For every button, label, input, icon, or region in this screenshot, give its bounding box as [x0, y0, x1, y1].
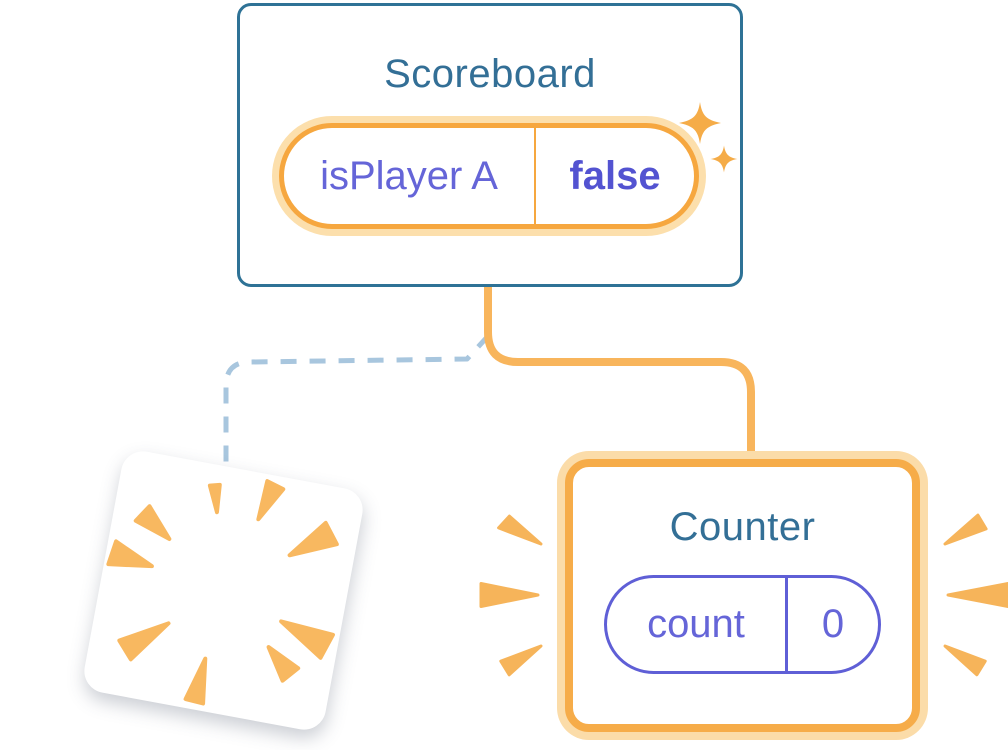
counter-card: Counter count 0 — [565, 459, 920, 732]
counter-state-pill: count 0 — [604, 575, 881, 674]
state-value: false — [534, 128, 694, 224]
state-name: isPlayer A — [320, 153, 498, 198]
removed-connector-dashed-line — [223, 333, 491, 463]
scoreboard-card: Scoreboard isPlayer A false — [237, 3, 743, 287]
burst-ray — [943, 644, 987, 677]
burst-ray — [497, 514, 543, 546]
burst-ray — [499, 644, 543, 677]
removed-component-card — [80, 447, 367, 734]
kept-connector-solid-line — [484, 283, 755, 458]
scoreboard-state-pill: isPlayer A false — [279, 123, 699, 229]
counter-title: Counter — [669, 505, 816, 549]
state-name: count — [647, 602, 745, 646]
poof-burst-icon — [106, 479, 339, 706]
scoreboard-title: Scoreboard — [384, 52, 596, 96]
state-value: 0 — [785, 578, 878, 671]
burst-ray — [479, 582, 540, 608]
burst-ray — [943, 513, 988, 546]
burst-ray — [946, 582, 1008, 608]
